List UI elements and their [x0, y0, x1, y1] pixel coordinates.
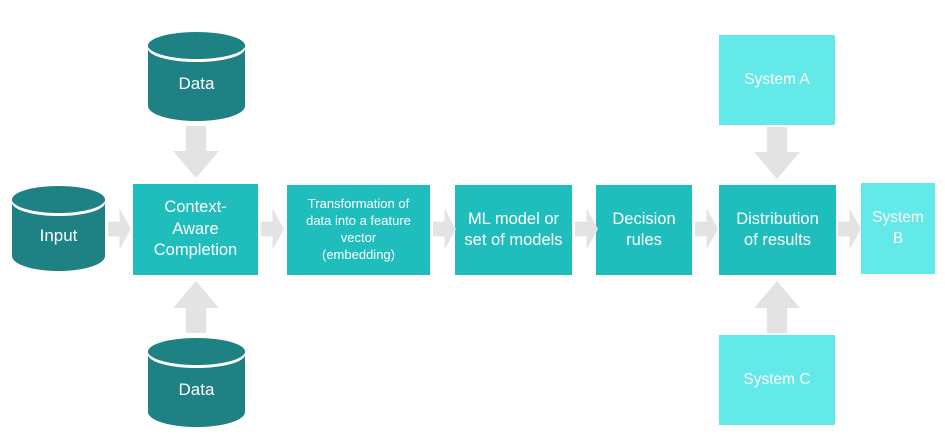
node-label: System C [743, 370, 811, 388]
node-label: Data [178, 73, 215, 93]
arrow-right-icon-decision-rules-to-distribution [695, 208, 718, 250]
node-distribution-of-results: Distribution of results [719, 185, 836, 275]
node-label: Context- Aware Completion [153, 198, 238, 260]
node-system-c: System C [719, 335, 835, 425]
node-label: Distribution of results [736, 209, 819, 249]
node-label: Input [39, 225, 78, 245]
arrow-right-icon-input-to-context-aware [108, 208, 131, 250]
node-label: System B [872, 209, 924, 247]
arrow-right-icon-ml-model-to-decision-rules [575, 208, 598, 250]
arrow-down-icon-data-top-to-context-aware [173, 126, 219, 178]
arrow-down-icon-system-a-to-distribution [754, 127, 800, 179]
arrow-right-icon-transformation-to-ml-model [433, 208, 456, 250]
node-data-top-cylinder: Data [148, 32, 245, 121]
node-decision-rules: Decision rules [596, 185, 692, 275]
node-input-cylinder: Input [12, 186, 105, 271]
cylinder-top-ellipse [148, 32, 245, 59]
node-ml-model: ML model or set of models [455, 185, 572, 275]
node-transformation-embedding: Transformation of data into a feature ve… [287, 185, 430, 275]
arrow-right-icon-distribution-to-system-b [838, 208, 861, 250]
node-context-aware-completion: Context- Aware Completion [133, 184, 258, 275]
cylinder-top-ellipse [12, 186, 105, 213]
node-system-a: System A [719, 35, 835, 125]
node-label: Data [178, 379, 215, 399]
node-label: Decision rules [612, 209, 676, 249]
node-data-bottom-cylinder: Data [148, 338, 245, 427]
cylinder-top-ellipse [148, 338, 245, 365]
arrow-right-icon-context-aware-to-transformation [261, 208, 284, 250]
arrow-up-icon-data-bottom-to-context-aware [173, 281, 219, 333]
node-label: System A [744, 70, 810, 88]
node-label: Transformation of data into a feature ve… [306, 196, 411, 262]
arrow-up-icon-system-c-to-distribution [754, 281, 800, 333]
node-system-b: System B [861, 183, 935, 274]
node-label: ML model or set of models [464, 209, 563, 249]
